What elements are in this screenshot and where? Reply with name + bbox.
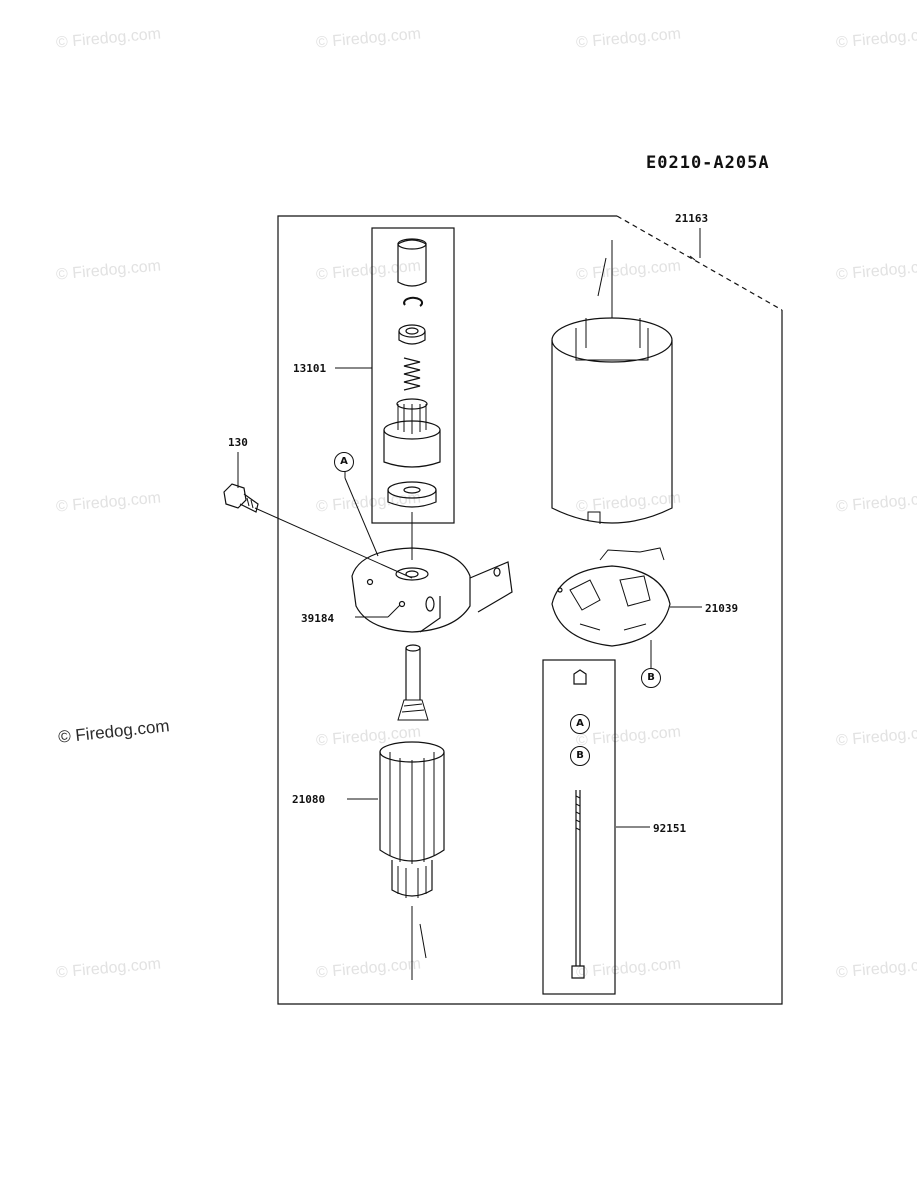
- through-bolt-set: [571, 669, 587, 979]
- callout-a: A: [334, 452, 354, 472]
- part-label-92151: 92151: [653, 822, 687, 835]
- callout-b: B: [570, 746, 590, 766]
- part-label-21080: 21080: [292, 793, 326, 806]
- part-label-21039: 21039: [705, 602, 739, 615]
- armature: [379, 644, 445, 980]
- part-label-39184: 39184: [301, 612, 335, 625]
- callout-b: B: [641, 668, 661, 688]
- kit-box-92151: [542, 659, 616, 995]
- callout-a: A: [570, 714, 590, 734]
- end-cover-bracket: [351, 547, 513, 633]
- part-label-13101: 13101: [293, 362, 327, 375]
- part-label-21163: 21163: [675, 212, 709, 225]
- part-label-130: 130: [228, 436, 248, 449]
- drive-pinion-kit: [383, 238, 441, 560]
- brush-holder: [551, 547, 671, 647]
- bolt-130: [223, 483, 259, 513]
- leader-lines: [237, 228, 702, 828]
- yoke-housing: [551, 240, 673, 524]
- diagram-code: E0210-A205A: [646, 153, 770, 173]
- assembly-boundary: [277, 215, 783, 1005]
- kit-box-13101: [371, 227, 455, 524]
